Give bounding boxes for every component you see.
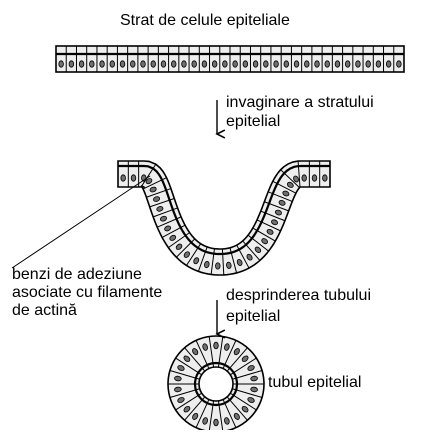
cell-nucleus: [131, 175, 136, 181]
tube-lumen: [199, 367, 233, 401]
cell-nucleus: [323, 175, 328, 181]
cell-nucleus: [161, 61, 166, 67]
cell-nucleus: [79, 61, 84, 67]
cell-nucleus: [69, 61, 74, 67]
detachment-label-line2: epitelial: [226, 308, 280, 325]
adhesion-label-line2: asociate cu filamente: [12, 284, 162, 301]
cell-nucleus: [376, 61, 381, 67]
cell-nucleus: [304, 61, 309, 67]
cell-nucleus: [120, 61, 125, 67]
cell-nucleus: [110, 61, 115, 67]
invaginated-epithelial-sheet: [118, 161, 330, 275]
cell-nucleus: [192, 61, 197, 67]
cell-nucleus: [397, 61, 402, 67]
cell-nucleus: [130, 61, 135, 67]
cell-nucleus: [386, 61, 391, 67]
title-label: Strat de celule epiteliale: [120, 12, 290, 29]
cell-nucleus: [366, 61, 371, 67]
cell-nucleus: [250, 387, 257, 393]
cell-nucleus: [151, 61, 156, 67]
cell-nucleus: [100, 61, 105, 67]
cell-nucleus: [325, 61, 330, 67]
adhesion-pointer-line: [12, 176, 150, 268]
flat-epithelial-sheet: [56, 46, 404, 72]
cell-nucleus: [202, 61, 207, 67]
cell-nucleus: [294, 61, 299, 67]
epithelial-tube: [168, 336, 264, 430]
cell-nucleus: [226, 262, 232, 269]
cell-nucleus: [233, 61, 238, 67]
cell-nucleus: [274, 61, 279, 67]
cell-nucleus: [312, 175, 317, 181]
adhesion-label-line1: benzi de adeziune: [12, 266, 142, 283]
cell-nucleus: [174, 387, 181, 393]
cell-nucleus: [141, 61, 146, 67]
cell-nucleus: [90, 61, 95, 67]
detachment-label-line1: desprinderea tubului: [226, 287, 371, 304]
cell-nucleus: [121, 175, 126, 181]
cell-nucleus: [243, 61, 248, 67]
cell-nucleus: [356, 61, 361, 67]
cell-nucleus: [59, 61, 64, 67]
cell-nucleus: [182, 61, 187, 67]
cell-nucleus: [335, 61, 340, 67]
cell-nucleus: [284, 61, 289, 67]
cell-nucleus: [215, 263, 220, 270]
cell-nucleus: [223, 61, 228, 67]
invagination-label-line2: epitelial: [226, 113, 280, 130]
cell-nucleus: [212, 61, 217, 67]
cell-nucleus: [264, 61, 269, 67]
cell-nucleus: [214, 342, 219, 349]
cell-nucleus: [302, 175, 307, 181]
cell-nucleus: [214, 419, 219, 426]
adhesion-label-line3: de actină: [12, 302, 77, 319]
cell-nucleus: [253, 61, 258, 67]
cell-nucleus: [345, 61, 350, 67]
invagination-label-line1: invaginare a stratului: [226, 94, 374, 111]
cell-nucleus: [171, 61, 176, 67]
tube-label: tubul epitelial: [268, 374, 361, 391]
cell-nucleus: [250, 376, 257, 382]
cell-nucleus: [174, 376, 181, 382]
cell-nucleus: [315, 61, 320, 67]
